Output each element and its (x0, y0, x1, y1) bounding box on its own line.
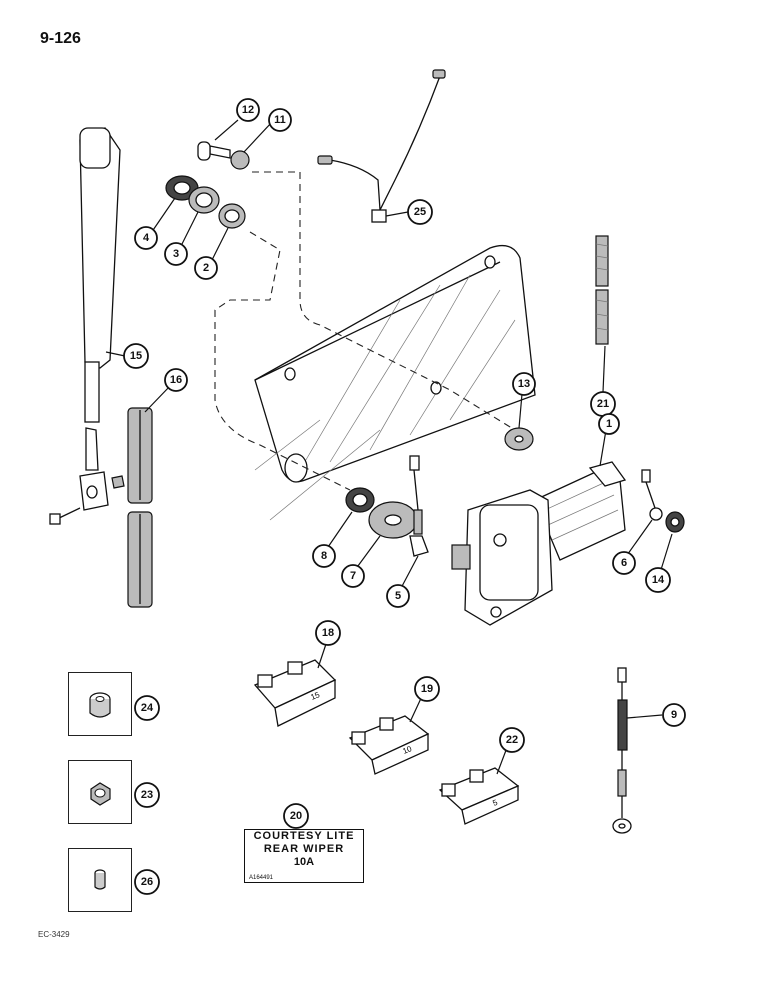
connector-wire (409, 455, 429, 557)
svg-text:4: 4 (143, 232, 150, 244)
svg-text:19: 19 (421, 683, 433, 695)
callout-14: 14 (645, 567, 671, 593)
fuse-22: 5 (438, 767, 520, 825)
svg-text:25: 25 (414, 206, 426, 218)
callout-9: 9 (662, 703, 686, 727)
decal-line-2: REAR WIPER (263, 843, 345, 855)
callout-18: 18 (315, 620, 341, 646)
wiper-motor (451, 461, 627, 626)
svg-text:23: 23 (141, 789, 153, 801)
callout-19: 19 (414, 676, 440, 702)
callout-21: 21 (590, 391, 616, 417)
terminal-lead (641, 469, 685, 533)
svg-text:14: 14 (652, 574, 665, 586)
callout-3: 3 (164, 242, 188, 266)
callout-15: 15 (123, 343, 149, 369)
callout-20: 20 (283, 803, 309, 829)
part-24-box (68, 672, 132, 736)
callout-8: 8 (312, 544, 336, 568)
callout-13: 13 (512, 372, 536, 396)
fuse-18-rating: 15 (309, 690, 321, 702)
callout-7: 7 (341, 564, 365, 588)
callout-1: 1 (598, 413, 620, 435)
wiper-blade (127, 407, 153, 608)
callout-6: 6 (612, 551, 636, 575)
rear-glass-panel (254, 244, 536, 521)
callout-24: 24 (134, 695, 160, 721)
svg-text:9: 9 (671, 709, 677, 721)
svg-text:8: 8 (321, 550, 327, 562)
part-26-box (68, 848, 132, 912)
upper-mounting-hardware (165, 141, 250, 229)
decal-part-number: A164491 (249, 875, 274, 881)
figure-code: EC-3429 (38, 930, 70, 939)
svg-text:22: 22 (506, 734, 518, 746)
fuse-19-rating: 10 (401, 744, 413, 756)
svg-text:12: 12 (242, 104, 254, 116)
spacer-icon (94, 869, 106, 890)
decal-label: COURTESY LITE REAR WIPER 10A A164491 (244, 829, 364, 883)
callout-23: 23 (134, 782, 160, 808)
jumper-wire (612, 667, 632, 834)
svg-text:21: 21 (597, 398, 609, 410)
part-23-box (68, 760, 132, 824)
callout-5: 5 (386, 584, 410, 608)
svg-text:24: 24 (141, 702, 154, 714)
svg-text:11: 11 (274, 114, 286, 126)
wiring-harness (317, 69, 446, 223)
svg-text:5: 5 (395, 590, 401, 602)
fuse-19: 10 (348, 715, 430, 775)
threaded-stud (595, 235, 609, 345)
callout-4: 4 (134, 226, 158, 250)
page-number: 9-126 (40, 30, 81, 47)
callout-11: 11 (268, 108, 292, 132)
svg-text:6: 6 (621, 557, 627, 569)
callout-25: 25 (407, 199, 433, 225)
callout-26: 26 (134, 869, 160, 895)
svg-text:16: 16 (170, 374, 182, 386)
decal-line-3: 10A (293, 856, 315, 868)
svg-text:1: 1 (606, 418, 612, 430)
nut-icon (90, 782, 111, 806)
fuse-22-rating: 5 (491, 798, 499, 808)
lower-mounting-hardware (345, 427, 534, 539)
svg-text:20: 20 (290, 810, 302, 822)
svg-text:18: 18 (322, 627, 334, 639)
svg-text:3: 3 (173, 248, 179, 260)
svg-text:15: 15 (130, 350, 142, 362)
wiper-arm (49, 127, 125, 525)
callout-22: 22 (499, 727, 525, 753)
svg-text:2: 2 (203, 262, 209, 274)
callout-2: 2 (194, 256, 218, 280)
fuse-18: 15 (253, 659, 337, 727)
svg-text:26: 26 (141, 876, 153, 888)
callout-16: 16 (164, 368, 188, 392)
decal-line-1: COURTESY LITE (253, 830, 355, 842)
bushing-icon (89, 692, 111, 718)
svg-text:13: 13 (518, 378, 530, 390)
callout-12: 12 (236, 98, 260, 122)
svg-text:7: 7 (350, 570, 356, 582)
